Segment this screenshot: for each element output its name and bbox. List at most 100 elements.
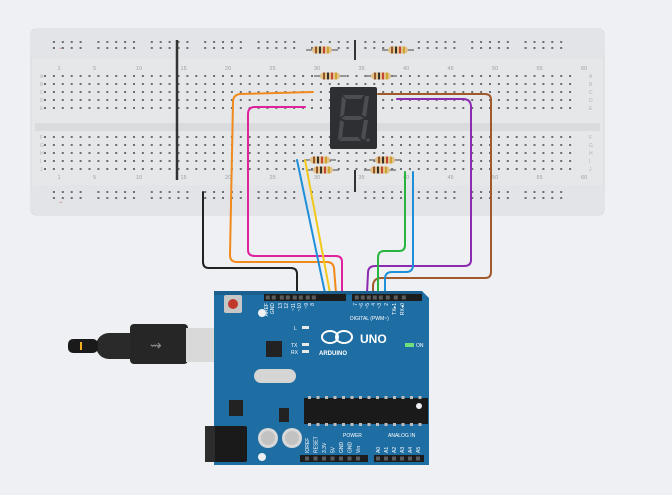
arduino-logo [321, 330, 353, 344]
analog-pin[interactable] [400, 456, 404, 461]
board-model: UNO [360, 332, 387, 346]
power-pin[interactable] [356, 456, 360, 461]
digital-pin[interactable] [393, 295, 398, 300]
resistor[interactable] [304, 156, 336, 164]
row-letter: E [40, 106, 44, 112]
digital-pin-label: ~5 [365, 303, 371, 309]
usb-cable[interactable]: ⇝ [68, 324, 214, 364]
led-label-l: L [294, 326, 297, 332]
row-letter: J [40, 167, 43, 173]
digital-header-left [264, 294, 346, 301]
analog-pin-label: A2 [392, 447, 398, 453]
breadboard[interactable]: 1155101015152020252530303535404045455050… [30, 28, 605, 216]
column-number-top: 55 [537, 66, 543, 72]
led-label-tx: TX [291, 343, 298, 349]
analog-pin[interactable] [416, 456, 420, 461]
analog-pin-label: A0 [376, 447, 382, 453]
wire-brown[interactable] [372, 93, 492, 294]
wire-yellow[interactable] [304, 159, 331, 294]
wires[interactable] [202, 91, 492, 294]
crystal [254, 369, 296, 383]
column-number-bottom: 25 [270, 175, 276, 181]
led-label-rx: RX [291, 350, 299, 356]
usb-chip [266, 341, 282, 357]
digital-pin[interactable] [298, 295, 303, 300]
column-number-top: 45 [448, 66, 454, 72]
analog-pin[interactable] [408, 456, 412, 461]
atmega-chip-pins [308, 396, 422, 426]
column-number-bottom: 55 [537, 175, 543, 181]
column-numbers: 1155101015152020252530303535404045455050… [57, 66, 587, 181]
row-letter: A [40, 74, 44, 80]
power-pin[interactable] [305, 456, 309, 461]
digital-pin-label: RX◂0 [400, 303, 406, 315]
digital-pin[interactable] [279, 295, 284, 300]
digital-pin-label: ~6 [359, 303, 365, 309]
power-pin[interactable] [330, 456, 335, 461]
digital-header-label: DIGITAL (PWM~) [350, 316, 389, 322]
power-pin[interactable] [322, 456, 326, 461]
resistor[interactable] [306, 46, 338, 54]
digital-pin-label: ~11 [291, 303, 297, 311]
atmega-chip [304, 398, 428, 424]
wire-orange[interactable] [229, 91, 337, 294]
digital-pin-label: 13 [278, 303, 284, 309]
analog-header [374, 455, 424, 462]
wire-black[interactable] [202, 191, 298, 294]
row-letter: B [40, 82, 44, 88]
digital-pin[interactable] [305, 295, 310, 300]
digital-pin[interactable] [372, 295, 377, 300]
power-jack[interactable] [205, 426, 247, 462]
reset-button[interactable] [228, 299, 238, 309]
power-pin[interactable] [347, 456, 352, 461]
mount-hole-2 [258, 453, 266, 461]
digital-pin[interactable] [292, 295, 297, 300]
resistor[interactable] [364, 166, 396, 174]
resistor[interactable] [307, 166, 339, 174]
digital-pin[interactable] [360, 295, 365, 300]
digital-pin-label: TX▸1 [392, 303, 398, 315]
wire-blue-right[interactable] [384, 171, 414, 294]
column-number-bottom: 35 [359, 175, 365, 181]
digital-pin[interactable] [271, 295, 276, 300]
wire-blue-left[interactable] [296, 159, 326, 294]
digital-pin[interactable] [401, 295, 406, 300]
column-number-bottom: 5 [93, 175, 96, 181]
digital-pin[interactable] [385, 295, 390, 300]
power-pin[interactable] [339, 456, 343, 461]
digital-pin[interactable] [378, 295, 383, 300]
power-pin-label: IOREF [305, 438, 311, 453]
analog-pin[interactable] [384, 456, 388, 461]
column-number-top: 35 [359, 66, 365, 72]
seven-segment-display[interactable]: 8 [330, 87, 377, 149]
digital-pin[interactable] [285, 295, 290, 300]
board-brand: ARDUINO [319, 351, 347, 357]
analog-pin[interactable] [376, 456, 380, 461]
digital-pin[interactable] [311, 295, 316, 300]
analog-pin[interactable] [392, 456, 396, 461]
wire-magenta[interactable] [247, 106, 343, 294]
digital-pin-label: ~3 [377, 303, 383, 309]
digital-pin[interactable] [265, 295, 270, 300]
power-pin[interactable] [313, 456, 318, 461]
column-number-top: 15 [181, 66, 187, 72]
digital-pin-label: GND [270, 303, 276, 315]
wire-purple[interactable] [366, 98, 472, 294]
wire-green[interactable] [377, 171, 406, 294]
resistor[interactable] [382, 46, 414, 54]
digital-pin[interactable] [354, 295, 359, 300]
column-number-bottom: 1 [57, 175, 60, 181]
column-number-top: 60 [581, 66, 587, 72]
resistor[interactable] [314, 72, 346, 80]
row-letter: D [589, 98, 593, 104]
mount-hole-1 [258, 309, 266, 317]
digital-pin[interactable] [366, 295, 371, 300]
resistor[interactable] [369, 156, 401, 164]
resistor[interactable] [365, 72, 397, 80]
